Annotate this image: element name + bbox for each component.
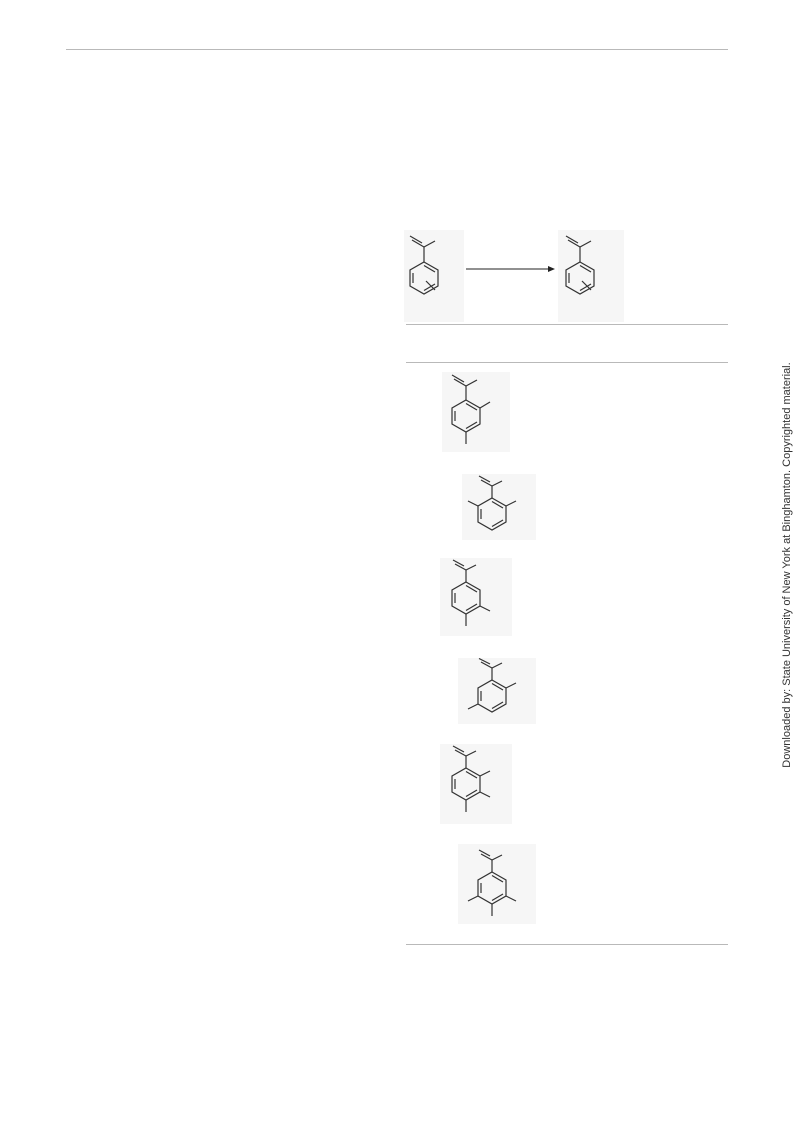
table-row-6-structure (458, 844, 536, 924)
table-header-rule (406, 362, 728, 363)
table-row-3-structure (440, 558, 512, 636)
scheme-substrate-structure (404, 230, 464, 322)
table-row-4-structure (458, 658, 536, 724)
page-header-rule (66, 49, 728, 50)
table-top-rule (406, 324, 728, 325)
download-watermark: Downloaded by: State University of New Y… (781, 362, 793, 768)
scheme-product-structure (558, 230, 624, 322)
table-row-5-structure (440, 744, 512, 824)
table-row-1-structure (442, 372, 510, 452)
table-row-2-structure (462, 474, 536, 540)
table-bottom-rule (406, 944, 728, 945)
reaction-arrow (464, 264, 556, 274)
